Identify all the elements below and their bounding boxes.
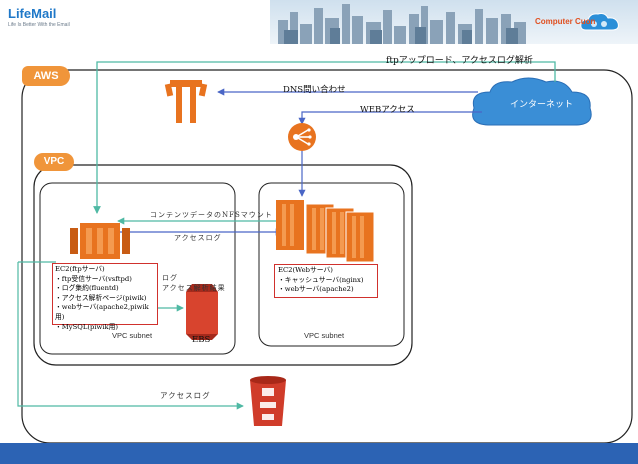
web-access-label: WEBアクセス (360, 105, 415, 115)
dns-query-label: DNS問い合わせ (283, 85, 346, 95)
access-log-internal-label: アクセスログ (174, 234, 222, 242)
lifemail-logo: LifeMail Life Is Better With the Email (8, 6, 70, 28)
ftp-upload-flow-arrow (93, 61, 556, 214)
internet-cloud-icon (472, 77, 592, 126)
ftp-server-line: ・webサーバ(apache2,piwik用) (55, 303, 149, 321)
aws-badge: AWS (22, 66, 70, 86)
web-server-line: ・キャッシュサーバ(nginx) (278, 275, 364, 284)
web-server-line: ・webサーバ(apache2) (278, 285, 354, 294)
ec2-instance-icon (70, 223, 130, 259)
cloud-icon (580, 13, 619, 31)
logo-text: LifeMail (8, 6, 57, 21)
s3-bucket-icon (250, 376, 286, 426)
route53-icon (164, 80, 208, 123)
right-subnet-boundary (258, 182, 405, 347)
access-log-s3-label: アクセスログ (160, 391, 211, 400)
vpc-badge: VPC (34, 153, 74, 171)
log-results-line-1: ログ (162, 274, 178, 282)
left-subnet-label: VPC subnet (112, 331, 153, 340)
brand-text: Computer Cuon (535, 17, 596, 26)
ftp-upload-label: ftpアップロード、アクセスログ解析 (386, 56, 533, 66)
ftp-server-line: ・ftp受信サーバ(vsftpd) (55, 274, 132, 283)
ftp-server-line: ・MySQL(piwik用) (55, 322, 119, 331)
nfs-mount-label: コンテンツデータのNFSマウント (150, 211, 273, 219)
ebs-label: EBS (192, 335, 211, 345)
web-server-line: EC2(Webサーバ) (278, 266, 333, 274)
vpc-badge-label: VPC (43, 156, 65, 167)
internet-label: インターネット (510, 100, 574, 110)
web-server-description: EC2(Webサーバ) ・キャッシュサーバ(nginx) ・webサーバ(apa… (274, 264, 378, 298)
aws-badge-label: AWS (33, 70, 59, 82)
ebs-volume-icon (186, 284, 218, 340)
left-subnet-boundary (39, 182, 236, 355)
web-access-flow-arrow (298, 111, 482, 125)
footer-bar (0, 443, 638, 464)
header: LifeMail Life Is Better With the Email (0, 0, 638, 44)
vpc-boundary (33, 164, 413, 366)
access-log-s3-flow-arrow (17, 262, 244, 410)
ftp-server-line: ・ログ集約(fluentd) (55, 284, 119, 293)
ftp-server-line: EC2(ftpサーバ) (55, 265, 105, 273)
ftp-server-line: ・アクセス解析ページ(piwik) (55, 293, 147, 302)
logo-subtitle: Life Is Better With the Email (8, 22, 70, 28)
city-skyline-image (270, 0, 638, 44)
elb-icon (288, 123, 316, 151)
right-subnet-label: VPC subnet (304, 331, 345, 340)
ftp-server-description: EC2(ftpサーバ) ・ftp受信サーバ(vsftpd) ・ログ集約(flue… (52, 263, 158, 331)
ec2-cluster-icon (276, 200, 375, 263)
log-results-line-2: アクセス解析結果 (162, 284, 226, 292)
